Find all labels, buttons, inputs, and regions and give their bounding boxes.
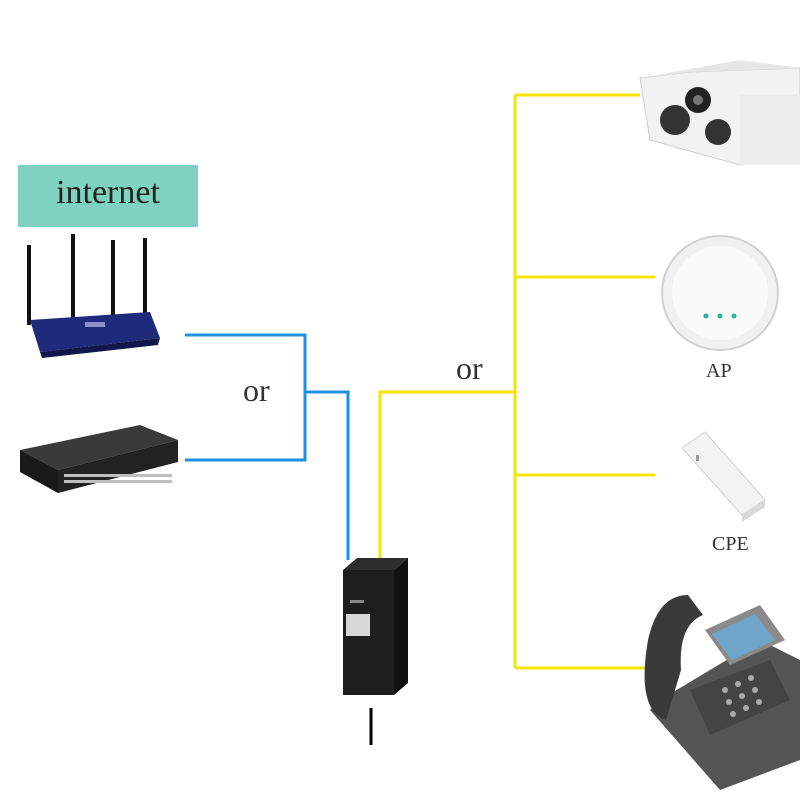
or-label-left: or (243, 372, 270, 408)
or-label-right: or (456, 350, 483, 386)
ap-label: AP (706, 360, 732, 382)
access-point-icon (661, 235, 779, 351)
injector-to-bus-cable (378, 390, 515, 560)
router-cable (185, 333, 307, 392)
ip-phone-icon (644, 595, 800, 790)
cpe-icon (681, 431, 766, 522)
lan-cables (185, 333, 350, 560)
internet-label: internet (18, 165, 198, 227)
ip-camera-icon (639, 60, 800, 166)
router-icon (27, 234, 160, 358)
switch-icon (20, 425, 178, 493)
poe-cables (378, 93, 655, 670)
switch-cable (185, 392, 307, 462)
poe-injector-icon (343, 558, 408, 695)
lan-to-injector-cable (305, 390, 350, 560)
cpe-label: CPE (712, 533, 749, 555)
